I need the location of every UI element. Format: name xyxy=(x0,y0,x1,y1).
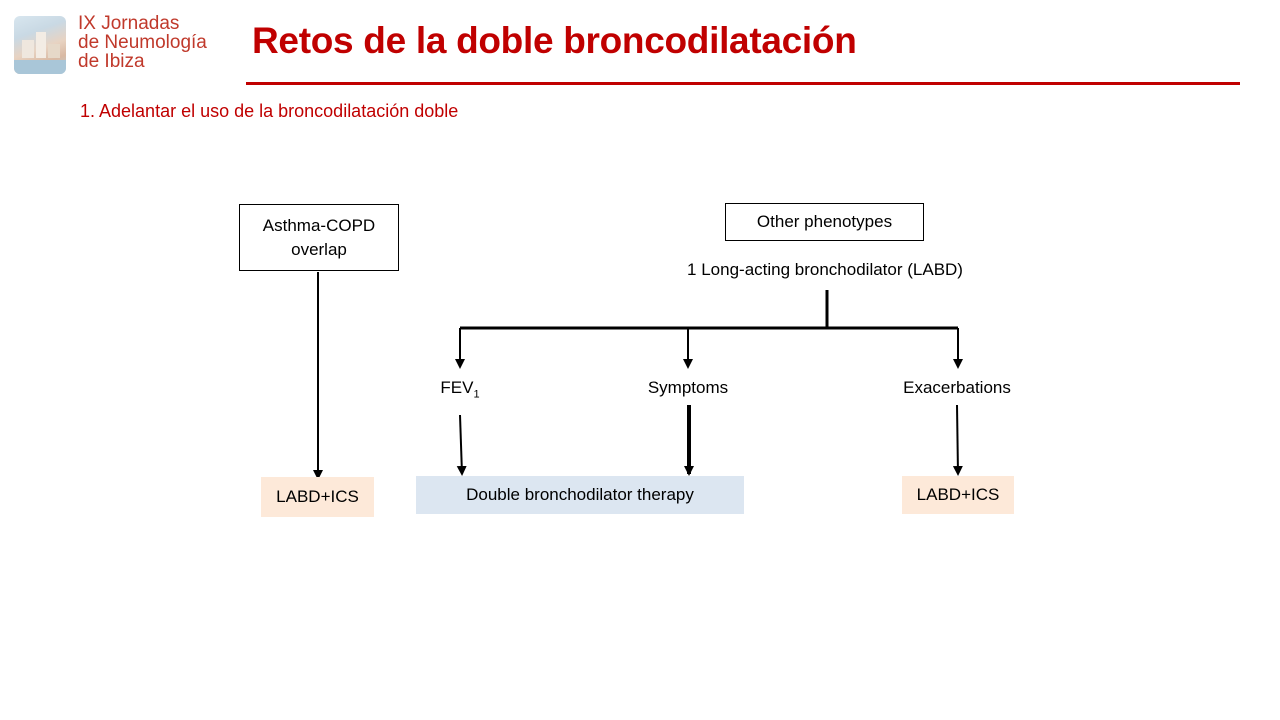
arrow-fev-to-double xyxy=(456,414,467,476)
logo-text: IX Jornadas de Neumología de Ibiza xyxy=(78,13,207,72)
conference-logo: IX Jornadas de Neumología de Ibiza xyxy=(12,14,242,78)
title-divider xyxy=(246,82,1240,85)
asthma-copd-overlap-box: Asthma-COPD overlap xyxy=(239,204,399,271)
labd-label: 1 Long-acting bronchodilator (LABD) xyxy=(687,260,963,279)
fev1-label: FEV1 xyxy=(440,378,480,401)
arrow-exacerbations-to-result xyxy=(952,404,963,476)
subtitle: 1. Adelantar el uso de la broncodilataci… xyxy=(80,101,459,121)
result-labd-ics-left: LABD+ICS xyxy=(261,477,374,517)
result-labd-ics-right: LABD+ICS xyxy=(902,476,1014,514)
ibiza-photo-icon xyxy=(14,16,66,74)
other-phenotypes-box: Other phenotypes xyxy=(725,203,924,241)
exacerbations-label: Exacerbations xyxy=(903,378,1011,397)
result-double-bronchodilator: Double bronchodilator therapy xyxy=(416,476,744,514)
page-title: Retos de la doble broncodilatación xyxy=(252,20,857,61)
symptoms-label: Symptoms xyxy=(647,378,729,397)
